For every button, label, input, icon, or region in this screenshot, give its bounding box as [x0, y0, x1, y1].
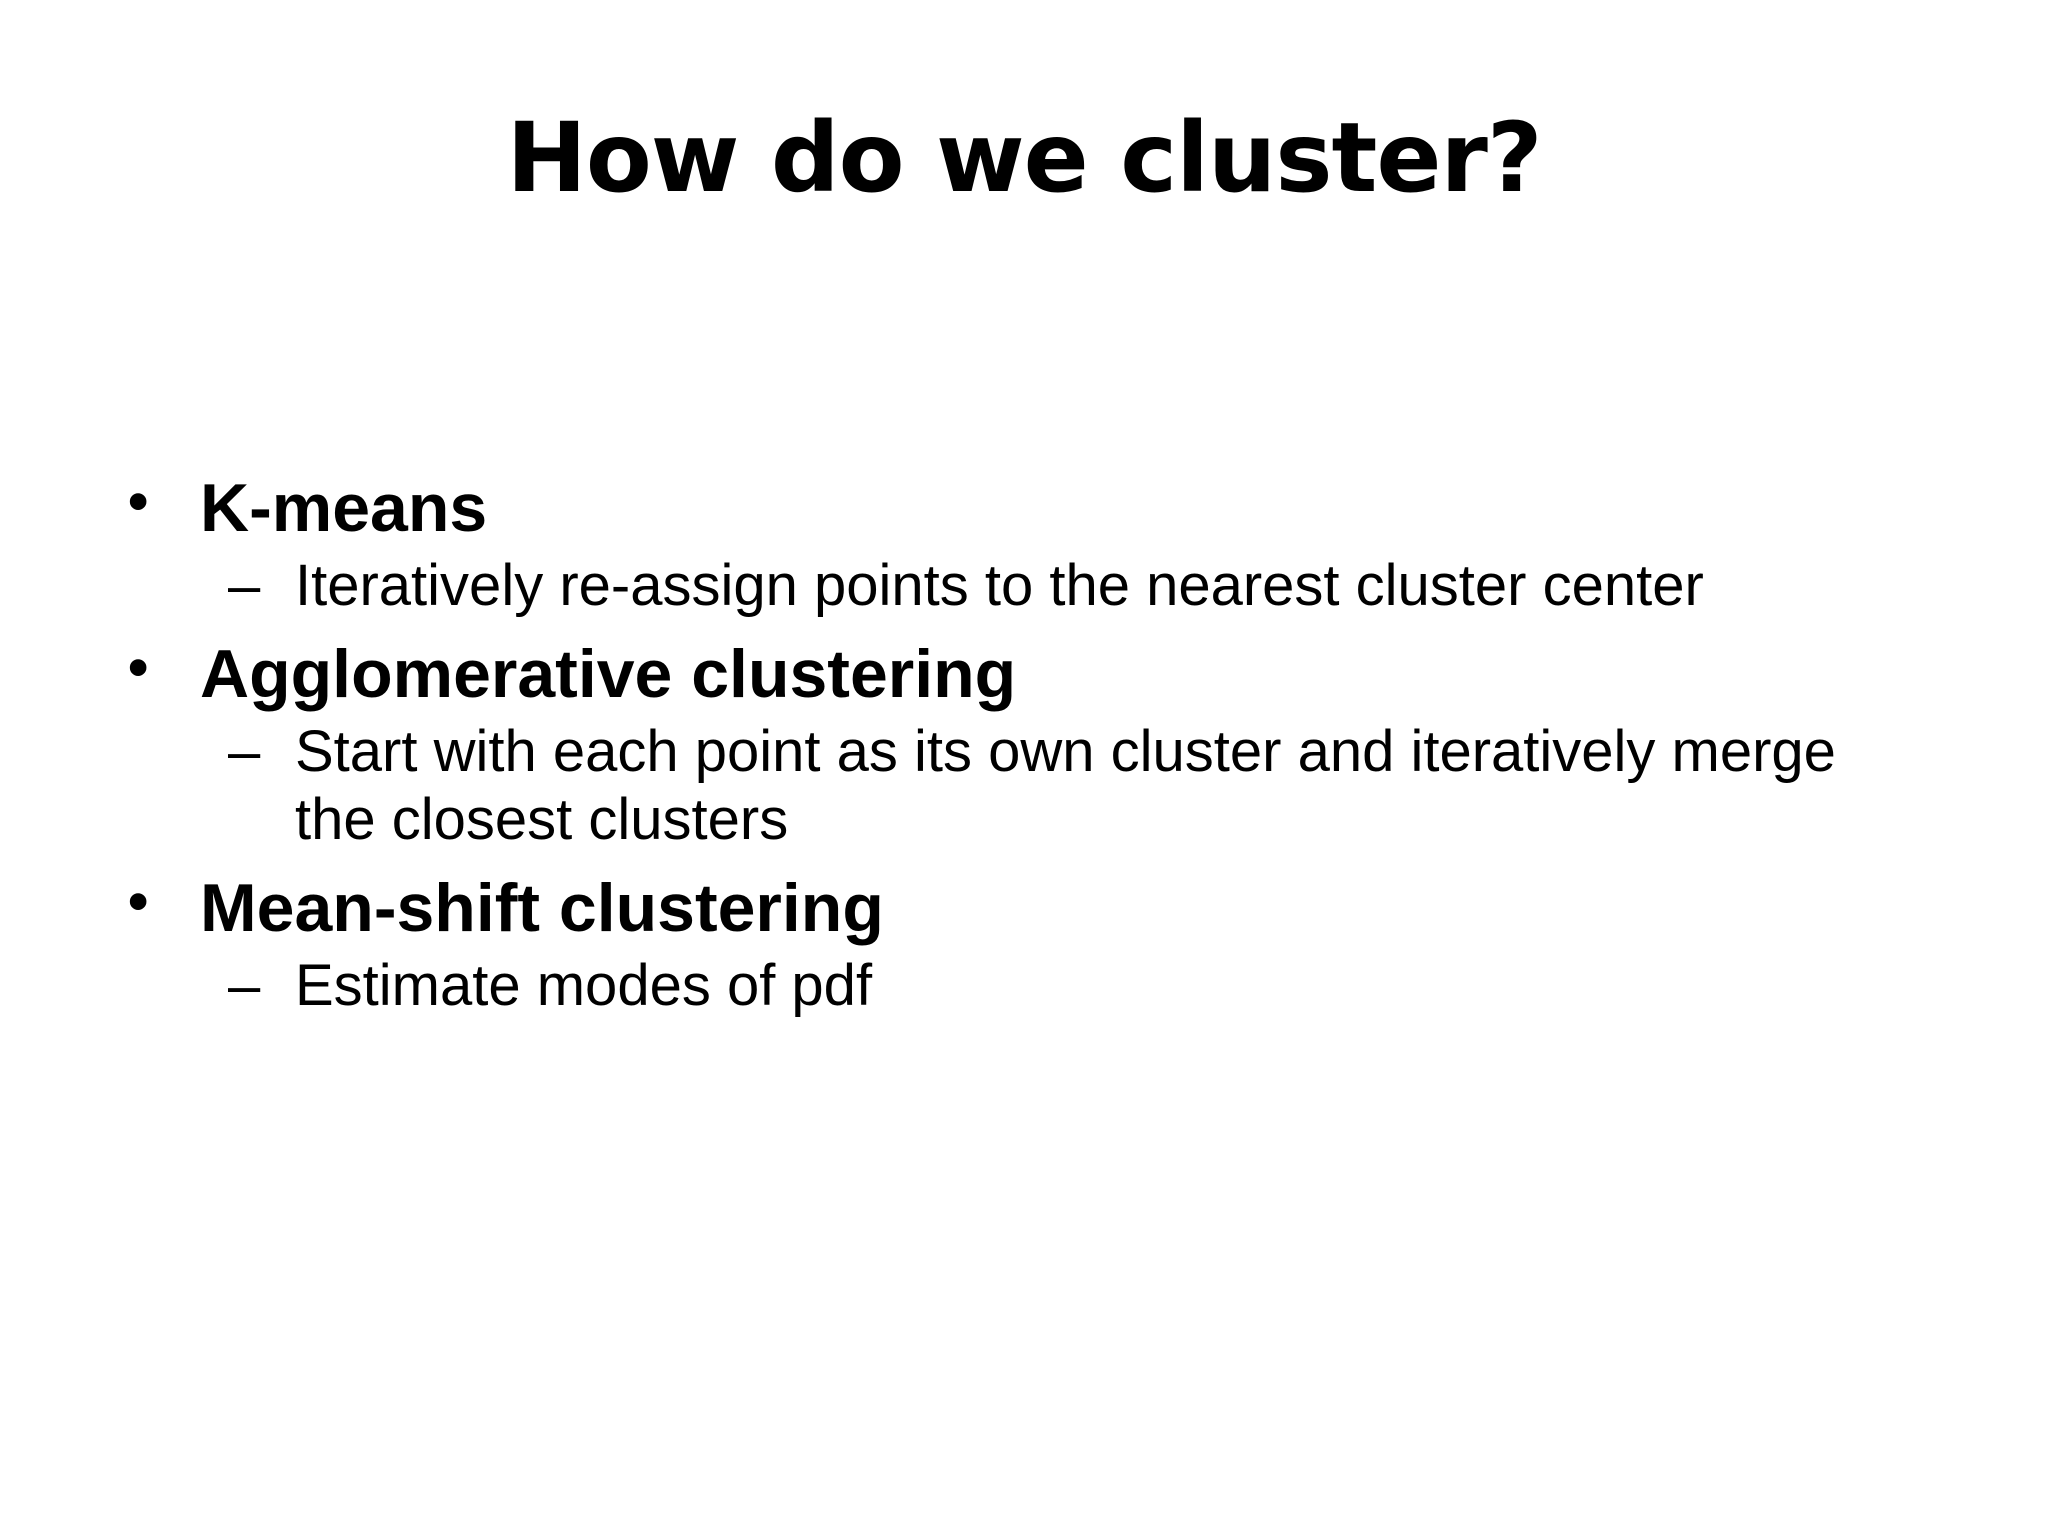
bullet-dot-icon: • — [128, 868, 149, 934]
bullet-item-meanshift: • Mean-shift clustering — [0, 868, 1960, 946]
bullet-list: • K-means – Iteratively re-assign points… — [0, 469, 1960, 1036]
sub-bullet-detail-label: Iteratively re-assign points to the near… — [295, 553, 1704, 619]
sub-bullet-detail-label: Start with each point as its own cluster… — [295, 719, 1836, 853]
bullet-heading-label: K-means — [200, 470, 488, 546]
bullet-dot-icon: • — [128, 469, 149, 534]
sub-bullet-item-meanshift-detail: – Estimate modes of pdf — [0, 952, 1895, 1020]
sub-bullet-dash-icon: – — [228, 953, 261, 1019]
sub-bullet-dash-icon: – — [228, 719, 261, 785]
bullet-group-3: • Mean-shift clustering – Estimate modes… — [0, 868, 1960, 1020]
bullet-group-1: • K-means – Iteratively re-assign points… — [0, 469, 1960, 620]
sub-bullet-detail-label: Estimate modes of pdf — [295, 953, 873, 1019]
sub-bullet-dash-icon: – — [228, 553, 261, 619]
sub-bullet-item-agglomerative-detail: – Start with each point as its own clust… — [0, 718, 1895, 854]
bullet-dot-icon: • — [128, 635, 149, 701]
bullet-heading-label: Mean-shift clustering — [200, 869, 884, 946]
bullet-heading-label: Agglomerative clustering — [200, 636, 1017, 713]
bullet-item-agglomerative: • Agglomerative clustering — [0, 635, 1960, 713]
bullet-item-kmeans: • K-means — [0, 469, 1960, 546]
sub-bullet-item-kmeans-detail: – Iteratively re-assign points to the ne… — [0, 552, 1895, 620]
bullet-group-2: • Agglomerative clustering – Start with … — [0, 635, 1960, 854]
page-title: How do we cluster? — [506, 102, 1542, 214]
